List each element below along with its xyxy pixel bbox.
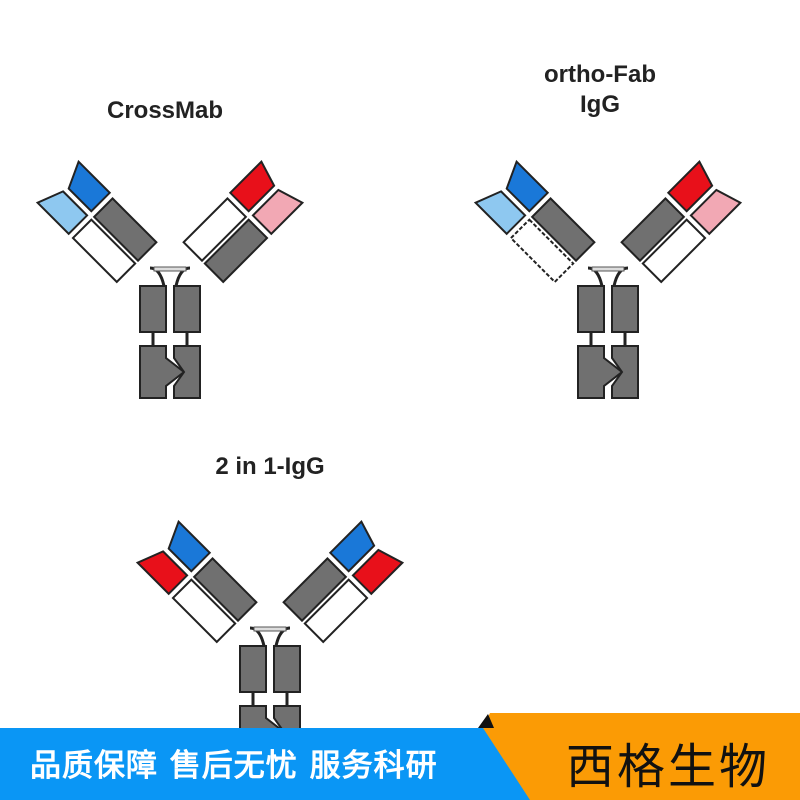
right-fab bbox=[182, 160, 305, 284]
2in1-igg-antibody-diagram bbox=[135, 519, 405, 760]
title-2in1-igg: 2 in 1-IgG bbox=[215, 453, 325, 480]
left-fab bbox=[35, 159, 158, 284]
title-crossmab: CrossMab bbox=[106, 97, 224, 124]
ortho-fab-igg-antibody-diagram bbox=[473, 159, 743, 400]
crossmab-antibody-diagram bbox=[35, 159, 305, 400]
footer-slogan: 品质保障 售后无忧 服务科研 bbox=[30, 748, 438, 784]
title-ortho-fab-igg: ortho-Fab IgG bbox=[500, 60, 700, 120]
footer-brand-name: 西格生物 bbox=[566, 739, 771, 795]
title-ortho-fab-line1: ortho-Fab bbox=[544, 61, 656, 88]
title-ortho-fab-line2: IgG bbox=[580, 91, 620, 118]
